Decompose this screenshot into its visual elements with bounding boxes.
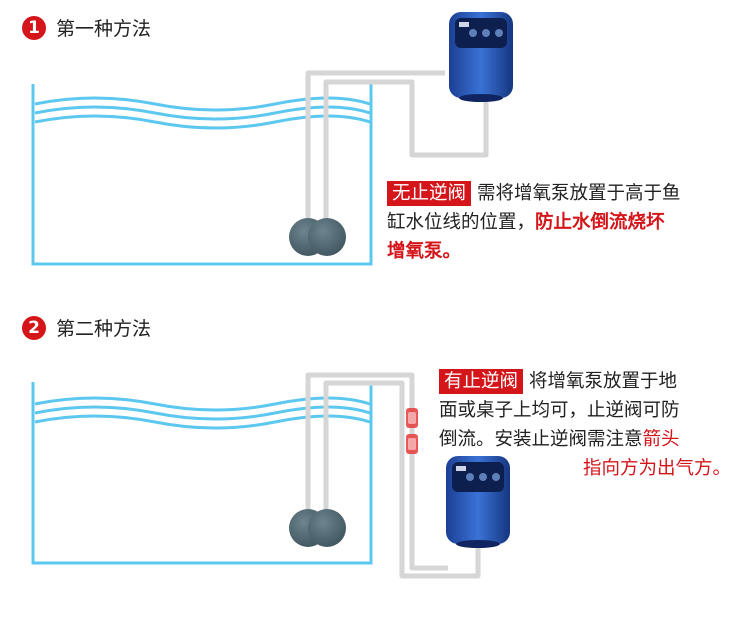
method-2-highlight-2: 指向方为出气方。 (582, 458, 731, 479)
check-valve-tag: 有止逆阀 (439, 369, 524, 394)
step-2-badge: 2 (22, 315, 46, 340)
method-2-text-2: 面或桌子上均可，止逆阀可防 (439, 400, 680, 421)
method-2-line-2: 面或桌子上均可，止逆阀可防 (439, 396, 731, 425)
water-waves-2 (34, 396, 371, 430)
method-1-highlight-2: 增氧泵。 (387, 241, 462, 262)
method-2-title: 第二种方法 (56, 318, 152, 340)
method-2-line-3: 倒流。安装止逆阀需注意箭头 (439, 425, 731, 454)
step-1-badge: 1 (22, 15, 46, 40)
tank-2 (31, 382, 373, 565)
air-hose-2 (305, 372, 481, 579)
air-stone-2 (289, 509, 346, 547)
method-2-note: 有止逆阀将增氧泵放置于地 面或桌子上均可，止逆阀可防 倒流。安装止逆阀需注意箭头… (439, 367, 731, 483)
method-1-heading: 1 第一种方法 (22, 14, 151, 41)
method-2-highlight-1: 箭头 (642, 429, 680, 450)
method-1-text-1: 需将增氧泵放置于高于鱼 (477, 183, 681, 204)
method-1-line-1: 无止逆阀需将增氧泵放置于高于鱼 (387, 179, 737, 208)
check-valve-upper (406, 408, 418, 428)
tank-1 (31, 84, 373, 266)
method-1-text-2: 缸水位线的位置， (387, 212, 536, 233)
air-pump-1 (449, 12, 513, 102)
air-hose-1 (305, 70, 489, 222)
method-2-heading: 2 第二种方法 (22, 314, 151, 341)
method-2-line-4: 指向方为出气方。 (439, 454, 731, 483)
method-1-highlight-1: 防止水倒流烧坏 (535, 212, 665, 233)
air-stone-1 (289, 218, 346, 256)
method-1-note: 无止逆阀需将增氧泵放置于高于鱼 缸水位线的位置，防止水倒流烧坏 增氧泵。 (387, 179, 737, 266)
method-2-text-1: 将增氧泵放置于地 (529, 371, 678, 392)
method-1-line-3: 增氧泵。 (387, 237, 737, 266)
check-valve-lower (406, 434, 418, 454)
water-waves-1 (34, 96, 371, 130)
method-2-text-3: 倒流。安装止逆阀需注意 (439, 429, 643, 450)
method-1-line-2: 缸水位线的位置，防止水倒流烧坏 (387, 208, 737, 237)
method-2-line-1: 有止逆阀将增氧泵放置于地 (439, 367, 731, 396)
air-pump-2 (446, 456, 510, 548)
method-1-title: 第一种方法 (56, 18, 152, 40)
no-check-valve-tag: 无止逆阀 (387, 181, 472, 206)
